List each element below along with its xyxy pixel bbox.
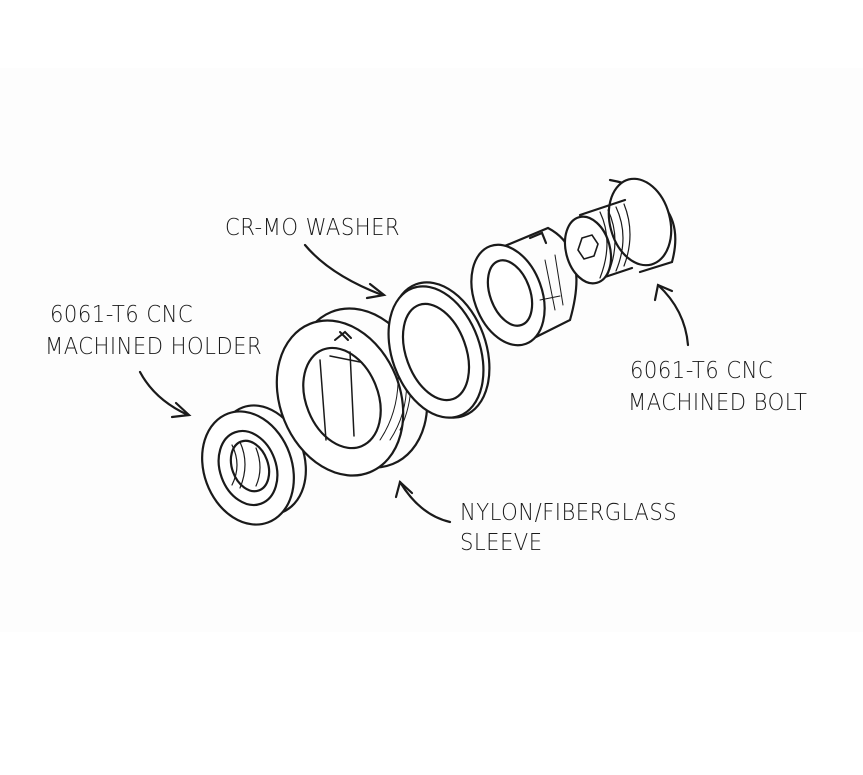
- label-washer: CR-MO WASHER: [225, 215, 401, 241]
- arrow-holder: [138, 370, 192, 419]
- label-sleeve-line1: NYLON/FIBERGLASS: [460, 500, 678, 526]
- washer-part: [387, 281, 491, 419]
- holder-part: [201, 404, 307, 526]
- label-bolt-line2: MACHINED BOLT: [628, 390, 808, 416]
- label-holder-line1: 6061-T6 CNC: [50, 302, 194, 328]
- bolt-part: [563, 177, 677, 285]
- arrow-sleeve: [394, 479, 452, 524]
- arrow-bolt: [653, 283, 690, 347]
- label-bolt-line1: 6061-T6 CNC: [630, 358, 774, 384]
- arrow-washer: [303, 243, 387, 300]
- label-sleeve-line2: SLEEVE: [460, 530, 543, 556]
- label-holder-line2: MACHINED HOLDER: [45, 334, 263, 360]
- bushing-part: [470, 226, 578, 347]
